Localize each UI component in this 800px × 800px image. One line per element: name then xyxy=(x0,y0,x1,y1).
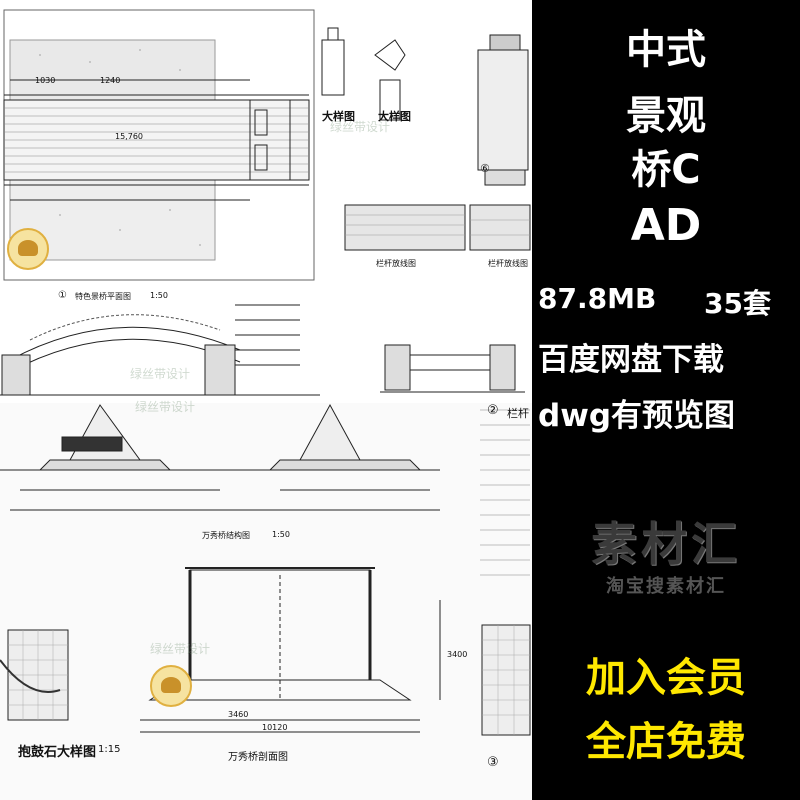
watermark-logo-icon xyxy=(150,665,192,707)
brand-subtitle: 淘宝搜素材汇 xyxy=(606,576,726,597)
title-line-3: 桥C xyxy=(631,147,701,193)
bridge-structure-scale: 1:50 xyxy=(272,530,290,539)
promo-line-2: 全店免费 xyxy=(586,719,746,765)
product-info-panel: 中式 景观 桥C AD 87.8MB 35套 百度网盘下载 dwg有预览图 素材… xyxy=(532,0,800,800)
dim-label: 1030 xyxy=(35,76,56,85)
format-text: dwg有预览图 xyxy=(538,398,736,434)
watermark-text: 绿丝带设计 xyxy=(330,120,391,134)
dim-label: 3400 xyxy=(447,650,468,659)
bridge-section-title: 万秀桥剖面图 xyxy=(228,752,288,763)
dim-label: 15,760 xyxy=(115,132,143,141)
dim-label: 1240 xyxy=(100,76,121,85)
title-line-4: AD xyxy=(630,200,702,251)
rail-a-title: 栏杆放线图 xyxy=(376,259,416,268)
plan-number: ① xyxy=(58,290,67,301)
cad-drawing-collage: 1030 1240 15,760 ① 特色景桥平面图 1:50 大样图 大样图 … xyxy=(0,0,532,800)
drum-stone-scale: 1:15 xyxy=(98,744,121,755)
title-line-1: 中式 xyxy=(626,27,706,73)
watermark-text: 绿丝带设计 xyxy=(150,642,211,656)
watermark-text: 绿丝带设计 xyxy=(135,400,196,414)
bridge-structure-title: 万秀桥结构图 xyxy=(202,531,250,540)
download-text: 百度网盘下载 xyxy=(538,342,724,378)
detail-b-title: 大样图 xyxy=(378,110,411,123)
detail-number: ⑥ xyxy=(480,162,490,175)
file-size: 87.8MB xyxy=(538,282,657,315)
promo-line-1: 加入会员 xyxy=(586,655,746,701)
detail-a-title: 大样图 xyxy=(322,110,355,123)
cad-linework xyxy=(0,9,531,736)
drum-stone-title: 抱鼓石大样图 xyxy=(18,745,97,760)
dim-label: 3460 xyxy=(228,710,249,719)
section-number: ② xyxy=(487,403,499,418)
set-count: 35套 xyxy=(704,287,771,320)
brand-logo: 素材汇 xyxy=(591,517,741,571)
rail-b-title: 栏杆放线图 xyxy=(488,259,528,268)
plan-scale: 1:50 xyxy=(150,291,168,300)
detail-number: ③ xyxy=(487,755,499,770)
plan-title: 特色景桥平面图 xyxy=(75,292,131,301)
watermark-text: 绿丝带设计 xyxy=(130,367,191,381)
watermark-logo-icon xyxy=(7,228,49,270)
dim-label: 10120 xyxy=(262,723,288,732)
railing-section-title: 栏杆 xyxy=(507,407,529,420)
title-line-2: 景观 xyxy=(626,93,706,139)
